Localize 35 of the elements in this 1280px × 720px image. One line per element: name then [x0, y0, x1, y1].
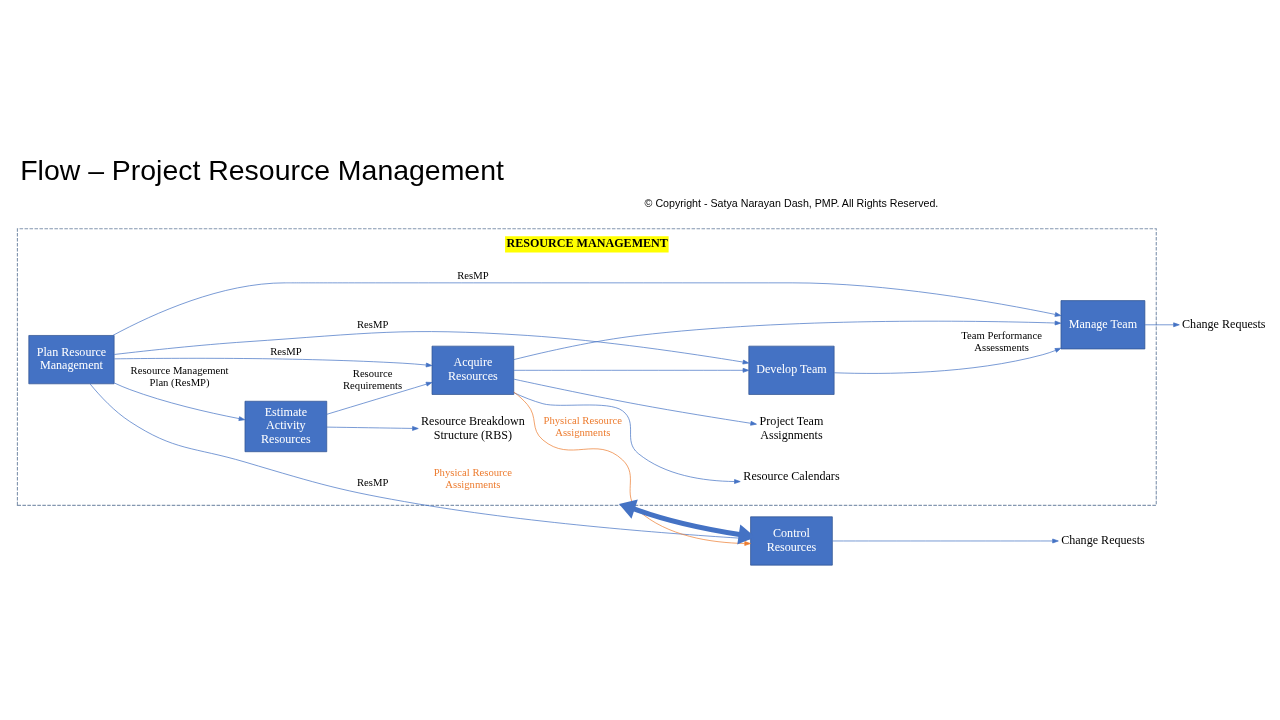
arrow [513, 320, 1062, 360]
edge-label: ResMP [356, 319, 389, 331]
edge-label: Resource Management Plan (ResMP) [130, 364, 229, 388]
arrow [326, 426, 419, 431]
edge-label: ResMP [270, 346, 302, 358]
node-text: Project Team Assignments [759, 414, 824, 442]
arrow [1144, 322, 1180, 328]
edge-label: ResMP [457, 270, 489, 282]
label: Physical Resource Assignments [433, 466, 513, 490]
arrow [114, 382, 246, 421]
arrow [326, 381, 433, 415]
arrow [513, 378, 757, 426]
arrow [113, 357, 433, 368]
edge-label: Physical Resource Assignments [543, 415, 622, 439]
node-text: Change Requests [1182, 316, 1266, 331]
edge-label: ResMP [356, 477, 389, 489]
node-box: Estimate Activity Resources [244, 400, 328, 453]
edge-label: Team Performance Assessments [961, 330, 1042, 354]
node-box: Acquire Resources [431, 345, 515, 395]
diagram-title: Flow – Project Resource Management [20, 154, 504, 187]
node-text: Resource Calendars [743, 468, 840, 483]
arrow [833, 347, 1062, 374]
arrow [114, 331, 750, 365]
label: © Copyright - Satya Narayan Dash, PMP. All Rights Reserved. [644, 197, 939, 210]
node-box: Plan Resource Management [28, 335, 115, 385]
node-box: Develop Team [748, 345, 835, 395]
arrow [513, 392, 741, 484]
node-text: Resource Breakdown Structure (RBS) [421, 414, 525, 442]
arrow [513, 367, 750, 373]
node-text: Change Requests [1061, 532, 1145, 547]
node-box: Control Resources [750, 516, 833, 566]
node-box: Manage Team [1060, 300, 1146, 350]
arrow [112, 282, 1062, 336]
arrow [832, 538, 1059, 544]
edge-label: Resource Requirements [343, 367, 403, 391]
